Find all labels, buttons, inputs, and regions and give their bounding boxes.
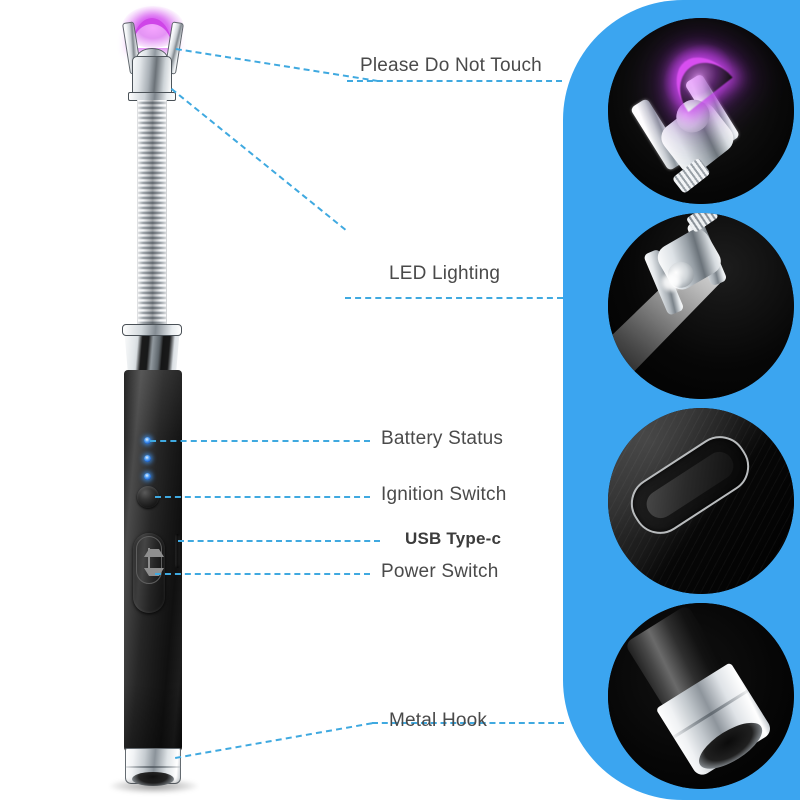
leader-line-led-lighting-b (345, 297, 563, 299)
product-plasma-arc (132, 18, 172, 48)
product-chrome-sleeve-slots (124, 332, 180, 374)
battery-led-3 (144, 473, 151, 480)
callout-label-please-do-not-touch: Please Do Not Touch (360, 55, 542, 76)
product-sleeve-ring (122, 324, 182, 336)
leader-line-please-do-not-touch-b (347, 80, 562, 82)
product-gooseneck-shading (137, 100, 167, 330)
arc-lighter-product (96, 0, 226, 800)
led-light-source (660, 271, 682, 293)
chevron-up-icon (144, 541, 164, 557)
detail-circle-arc (608, 18, 794, 204)
leader-line-power-switch (155, 573, 370, 575)
callout-label-led-lighting: LED Lighting (389, 263, 501, 284)
detail-circle-usb (608, 408, 794, 594)
metal-hook-opening (132, 772, 174, 786)
leader-line-metal-hook-b (372, 722, 564, 724)
ignition-button[interactable] (137, 486, 159, 508)
usb-c-port (175, 534, 180, 568)
product-drop-shadow (110, 779, 198, 793)
callout-label-power-switch: Power Switch (381, 561, 499, 582)
callout-label-metal-hook: Metal Hook (389, 710, 488, 731)
metal-hook-ring (125, 766, 181, 768)
power-switch-stem (148, 548, 150, 569)
callout-label-ignition-switch: Ignition Switch (381, 484, 507, 505)
detail-circle-led (608, 213, 794, 399)
callout-label-usb-type-c: USB Type-c (405, 529, 502, 548)
power-switch-thumb[interactable] (136, 536, 162, 584)
leader-line-ignition-switch (155, 496, 370, 498)
battery-led-1 (144, 437, 151, 444)
product-head-body (132, 56, 172, 96)
leader-line-battery-status (150, 440, 370, 442)
detail-circle-hook (608, 603, 794, 789)
callout-label-battery-status: Battery Status (381, 428, 504, 449)
leader-line-usb-type-c (178, 540, 380, 542)
chevron-down-icon (144, 568, 164, 584)
battery-led-2 (144, 455, 151, 462)
